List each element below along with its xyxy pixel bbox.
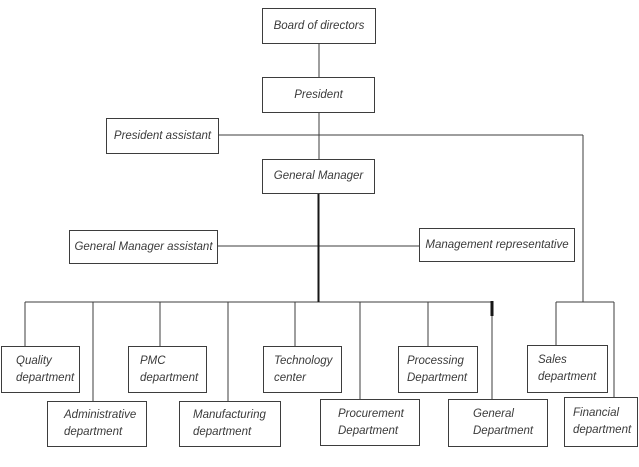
org-node-label: department	[140, 371, 199, 384]
org-node-label: Financial	[573, 407, 620, 419]
org-node-label: department	[193, 426, 252, 438]
org-node-label: department	[573, 424, 632, 436]
org-node-management-representative: Management representative	[419, 228, 575, 262]
org-node-label: Procurement	[338, 407, 404, 420]
org-node-label: PMC	[140, 354, 166, 367]
org-node-label: department	[64, 426, 123, 438]
org-node-label: President assistant	[113, 129, 212, 142]
org-node-label: Sales	[538, 354, 567, 366]
org-node-manufacturing-department: Manufacturing department	[179, 401, 281, 447]
org-node-label: Administrative	[64, 409, 137, 421]
org-node-label: Management representative	[425, 238, 569, 251]
org-node-label: Department	[473, 425, 534, 437]
org-node-label: General Manager assistant	[74, 240, 213, 253]
org-node-president: President	[262, 77, 375, 113]
org-node-label: Processing	[407, 354, 464, 367]
org-node-label: General Manager	[273, 170, 364, 182]
org-node-label: center	[274, 371, 306, 384]
org-node-pmc-department: PMC department	[128, 346, 207, 393]
org-node-financial-department: Financial department	[564, 397, 638, 447]
org-node-label: Board of directors	[273, 19, 365, 32]
org-node-administrative-department: Administrative department	[47, 401, 147, 447]
org-node-president-assistant: President assistant	[106, 118, 219, 154]
org-node-label: department	[16, 371, 75, 384]
org-node-general-manager-assistant: General Manager assistant	[69, 230, 218, 264]
org-node-label: Quality	[16, 354, 52, 367]
org-node-label: President	[294, 88, 343, 101]
org-node-processing-department: Processing Department	[398, 346, 478, 393]
org-node-label: Manufacturing	[193, 409, 266, 421]
org-node-general-department: General Department	[448, 399, 548, 447]
org-node-procurement-department: Procurement Department	[320, 399, 420, 446]
org-node-label: Department	[407, 371, 468, 384]
org-node-label: Department	[338, 424, 399, 437]
org-node-technology-center: Technology center	[263, 346, 342, 393]
org-node-quality-department: Quality department	[1, 346, 80, 393]
org-node-label: department	[538, 371, 597, 383]
org-node-label: General	[473, 408, 514, 420]
org-node-sales-department: Sales department	[527, 345, 608, 393]
org-node-general-manager: General Manager	[262, 159, 375, 194]
org-node-board-of-directors: Board of directors	[262, 8, 376, 44]
org-node-label: Technology	[274, 354, 333, 367]
